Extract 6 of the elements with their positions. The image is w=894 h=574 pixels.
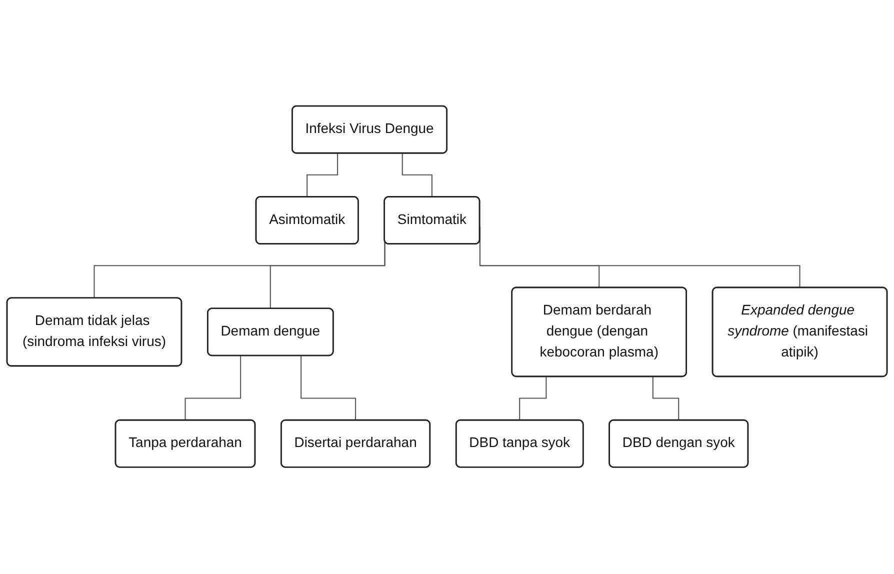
connector [519, 377, 547, 422]
connector [300, 356, 356, 422]
connector [306, 154, 338, 198]
connector [402, 154, 433, 198]
connector [184, 356, 242, 422]
connector [652, 377, 680, 422]
